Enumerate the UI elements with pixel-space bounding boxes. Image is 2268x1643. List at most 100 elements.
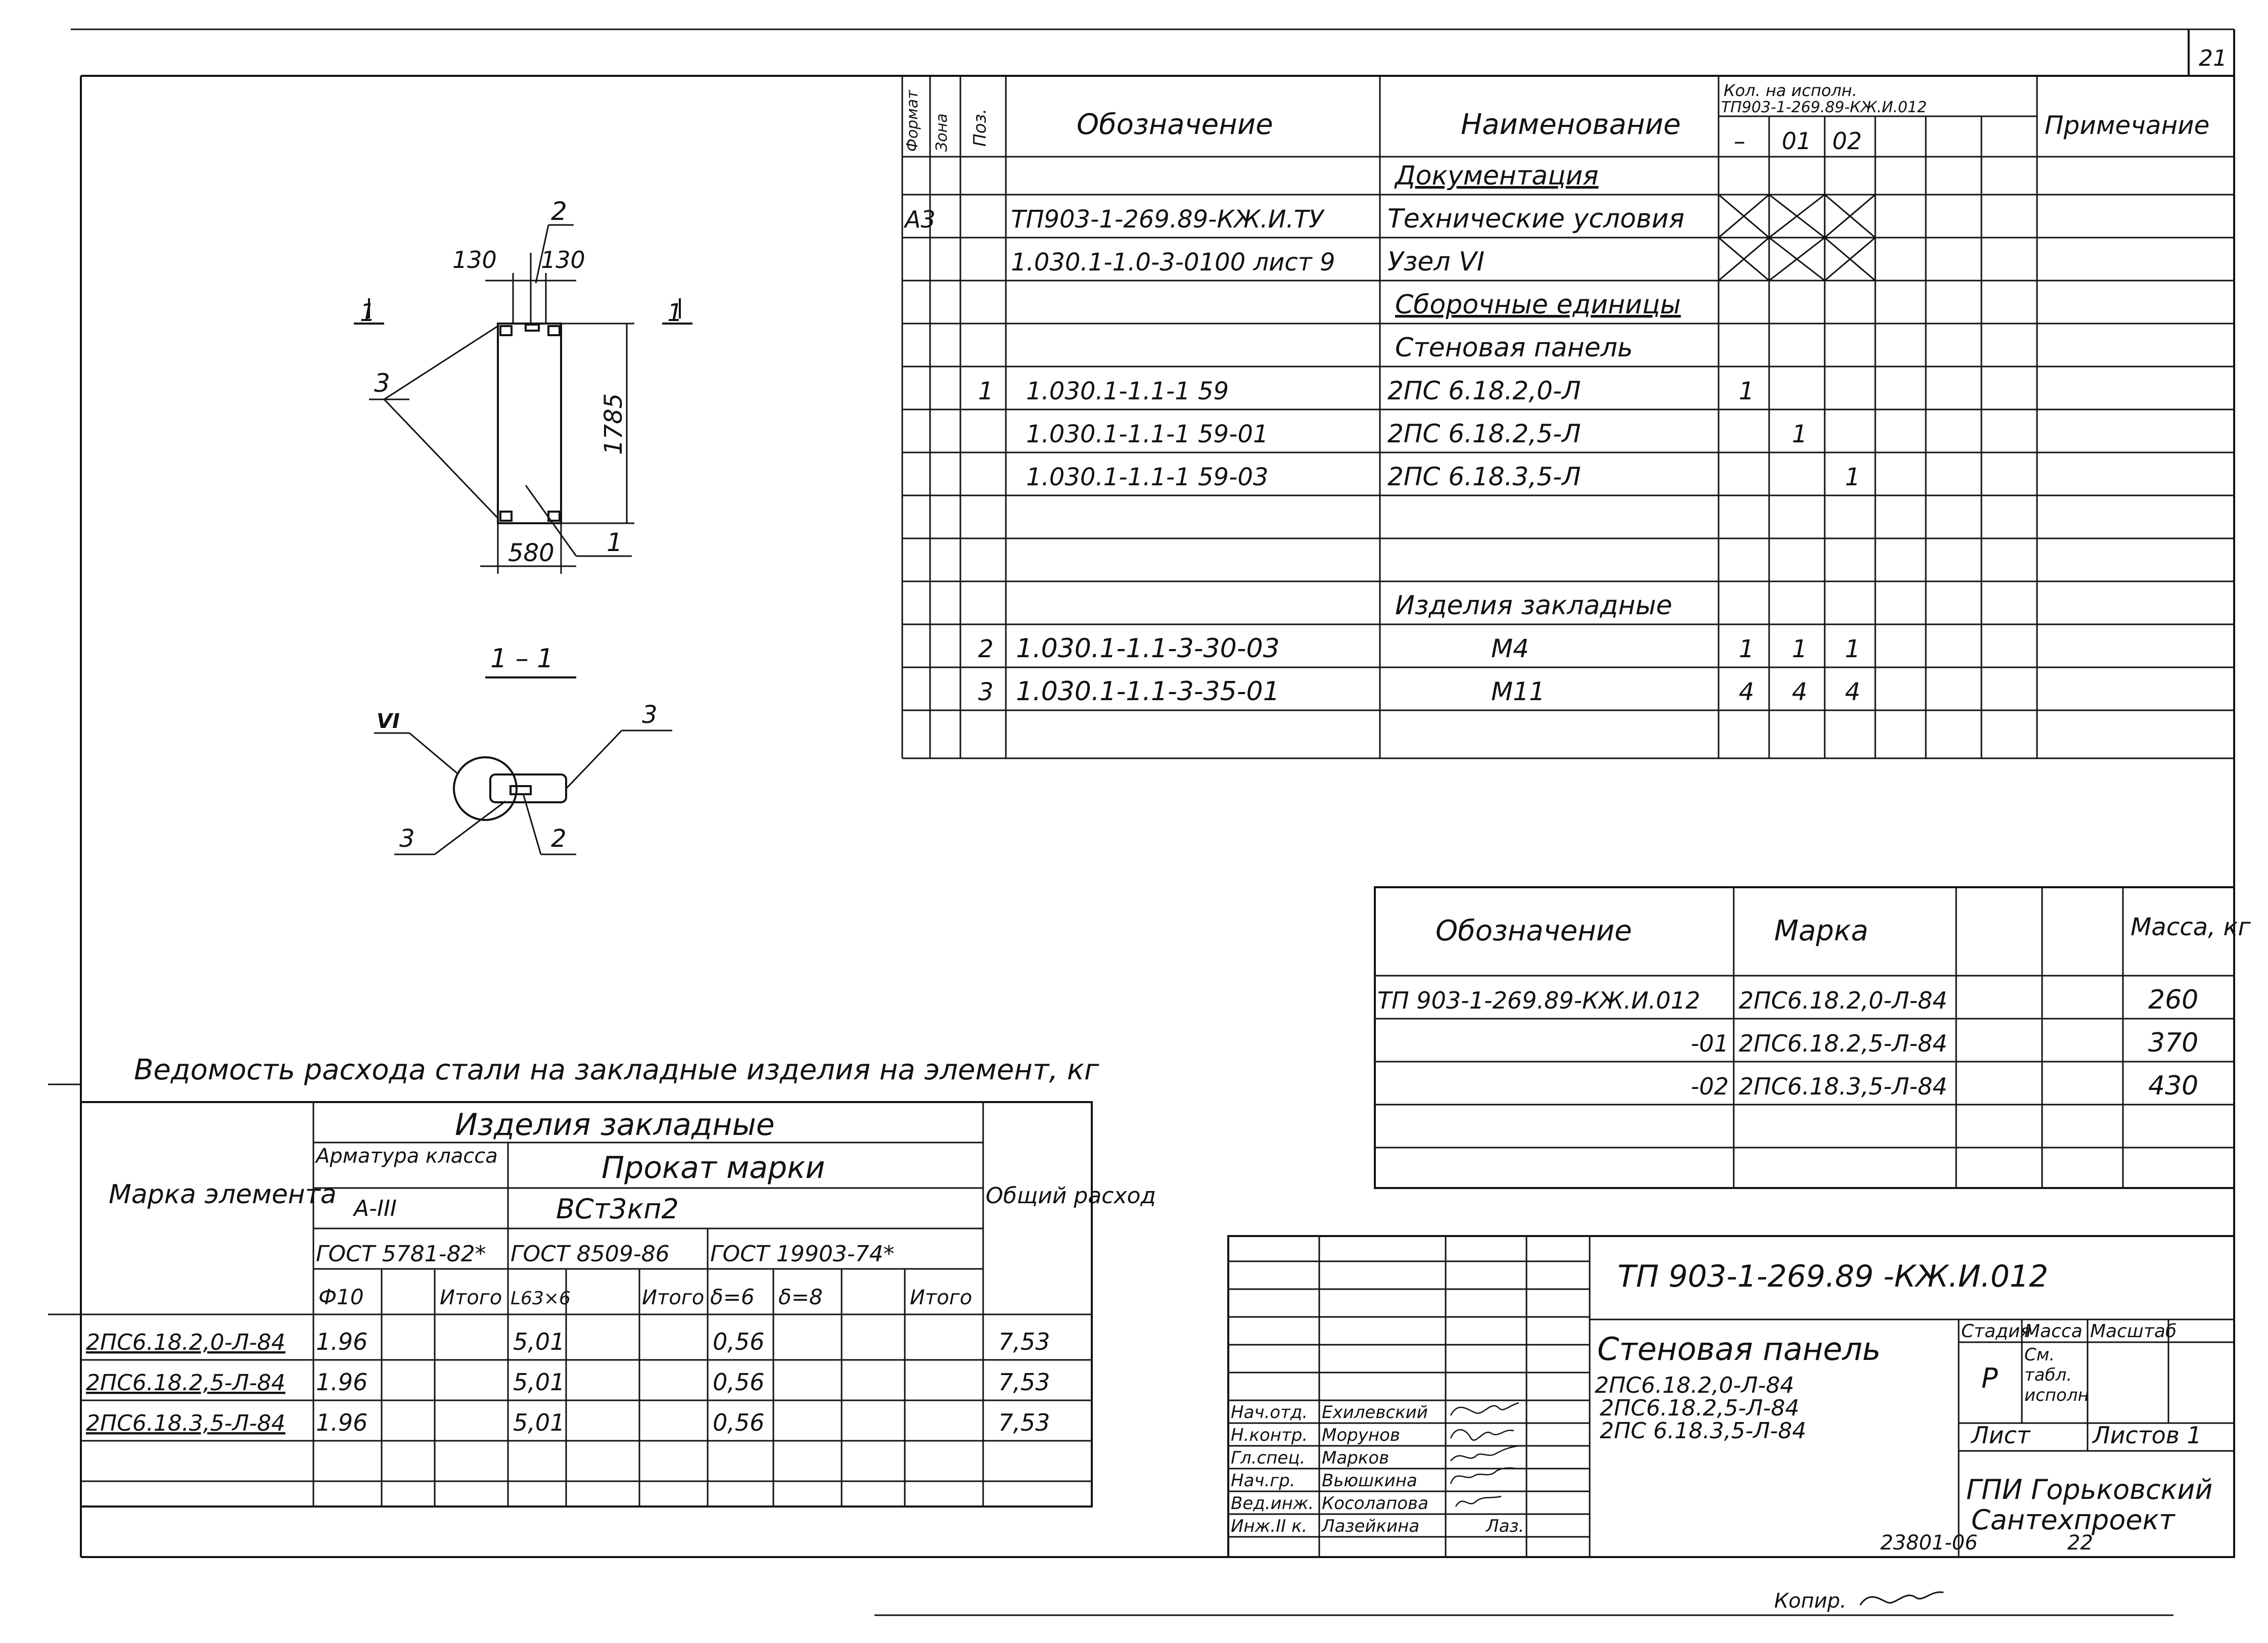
spec-row-name: Документация [1394,161,1598,191]
header-qty-1: 01 [1782,127,1812,155]
spec-row-q0: 4 [1739,678,1754,706]
spec-row-pos: 3 [978,678,994,706]
mass-row-designation: -02 [1691,1073,1729,1100]
signature-scribbles [1450,1402,1519,1507]
page-number: 21 [2199,45,2227,71]
steel-row-d6: 0,56 [713,1368,764,1396]
section-mark-right: 1 [667,299,683,327]
staff-name: Марков [1322,1448,1389,1468]
node-profile [489,773,567,803]
mass-table: Обозначение Марка Масса, кг ТП 903-1-269… [1374,886,2251,1189]
spec-row-q0: 1 [1739,377,1754,405]
spec-rows: Документация А3 ТП903-1-269.89-КЖ.И.ТУ Т… [903,161,1861,707]
spec-row-designation: ТП903-1-269.89-КЖ.И.ТУ [1011,205,1325,234]
spec-row-name: М11 [1491,677,1545,706]
stamp-mass-note: См. табл. исполн. [2024,1345,2088,1405]
steel-row-f10: 1.96 [316,1368,367,1396]
steel-header-rebar: Арматура класса [314,1145,498,1168]
spec-row-name: Сборочные единицы [1395,290,1681,320]
stamp-mark: 2ПС 6.18.3,5-Л-84 [1600,1418,1807,1444]
stamp-mark: 2ПС6.18.2,0-Л-84 [1595,1373,1794,1398]
steel-row-mark: 2ПС6.18.2,0-Л-84 [86,1330,286,1355]
spec-row-name: Узел VI [1387,247,1485,277]
dimension-580: 580 [508,539,554,567]
steel-title: Ведомость расхода стали на закладные изд… [134,1054,1099,1086]
spec-row-q2: 1 [1845,635,1861,663]
header-zone: Зона [933,113,951,152]
section-title: 1 – 1 [490,644,553,674]
steel-row-mark: 2ПС6.18.3,5-Л-84 [86,1410,286,1436]
steel-row-d6: 0,56 [713,1409,764,1436]
steel-header-gost-b: ГОСТ 19903-74* [710,1241,895,1267]
mass-header-mark: Марка [1774,915,1868,947]
panel-outline [497,323,562,524]
callout-1: 1 [607,528,623,557]
archive-page: 22 [2067,1531,2093,1555]
header-qty-title: Кол. на исполн. [1724,81,1857,100]
stamp-doc-code: ТП 903-1-269.89 -КЖ.И.012 [1617,1259,2048,1294]
stamp-staff: Нач.отд. Ехилевский Н.контр. Морунов Гл.… [1231,1402,1524,1536]
mass-row-value: 370 [2148,1028,2198,1058]
spec-row-name: М4 [1491,634,1529,663]
stamp-title: Стеновая панель [1597,1331,1881,1367]
staff-role: Нач.гр. [1231,1471,1295,1491]
dimension-1785: 1785 [599,393,628,455]
header-name: Наименование [1461,108,1681,141]
archive-number: 23801-06 [1880,1531,1978,1555]
steel-header-rolled-grade: ВСт3кп2 [556,1193,679,1225]
spec-row-format: А3 [903,206,936,233]
steel-header-products: Изделия закладные [455,1107,775,1143]
node-callout-3-top: 3 [642,701,658,729]
node-callout-vi: VI [377,710,400,733]
steel-statement: Ведомость расхода стали на закладные изд… [80,1054,1156,1508]
staff-role: Нач.отд. [1231,1402,1308,1423]
spec-row-name: Изделия закладные [1395,590,1672,621]
staff-name: Вьюшкина [1322,1471,1417,1491]
spec-row-designation: 1.030.1-1.1-3-30-03 [1016,633,1280,664]
spec-row-name: 2ПС 6.18.2,5-Л [1387,419,1581,448]
steel-header-total: Общий расход [986,1183,1156,1209]
mass-header-designation: Обозначение [1436,915,1632,947]
corner-embeds [499,325,561,522]
spec-row-name: Технические условия [1387,204,1685,234]
steel-header-rebar-class: А-III [352,1196,397,1221]
section-mark-left: 1 [360,299,376,327]
spec-row-pos: 2 [978,635,994,663]
steel-sub-d8: δ=8 [778,1285,823,1309]
steel-sub-f10: Ф10 [318,1285,364,1309]
stamp-header-mass: Масса [2024,1321,2082,1342]
dimension-130-right: 130 [541,246,585,273]
steel-header-gost-rebar: ГОСТ 5781-82* [316,1241,486,1267]
node-circle [453,756,518,821]
node-embed [510,785,532,795]
staff-role: Вед.инж. [1231,1493,1314,1514]
node-callout-3-bottom: 3 [399,825,415,853]
panel-drawing: 130 130 2 1785 580 3 1 1 1 1 – 1 VI 3 3 … [354,197,692,855]
copied-label: Копир. [1774,1589,1846,1613]
staff-role: Н.контр. [1231,1425,1308,1445]
steel-header-gost-a: ГОСТ 8509-86 [511,1241,670,1267]
mass-row-mark: 2ПС6.18.2,0-Л-84 [1739,987,1948,1014]
mass-row-designation: ТП 903-1-269.89-КЖ.И.012 [1377,987,1700,1014]
title-block: ТП 903-1-269.89 -КЖ.И.012 Стеновая панел… [1227,1235,2235,1558]
staff-name: Лазейкина [1321,1516,1419,1536]
steel-row-f10: 1.96 [316,1409,367,1436]
header-format: Формат [904,89,921,152]
stamp-mark: 2ПС6.18.2,5-Л-84 [1600,1395,1799,1421]
spec-row-designation: 1.030.1-1.1-1 59-01 [1026,420,1268,448]
steel-row-mark: 2ПС6.18.2,5-Л-84 [86,1370,286,1396]
node-callout-2: 2 [551,825,567,853]
signature-text: Лаз. [1485,1516,1524,1536]
spec-row-q2: 4 [1845,678,1861,706]
mass-row-mark: 2ПС6.18.2,5-Л-84 [1739,1030,1948,1057]
spec-row-pos: 1 [978,377,994,405]
stamp-org-1: ГПИ Горьковский [1966,1474,2212,1505]
steel-header-mark: Марка элемента [109,1179,337,1210]
steel-sub-total-rebar: Итого [440,1286,502,1309]
steel-row-l63: 5,01 [513,1409,565,1436]
staff-name: Морунов [1322,1425,1400,1445]
steel-row-l63: 5,01 [513,1328,565,1355]
spec-row-designation: 1.030.1-1.0-3-0100 лист 9 [1011,248,1335,277]
steel-row-total: 7,53 [998,1328,1050,1355]
